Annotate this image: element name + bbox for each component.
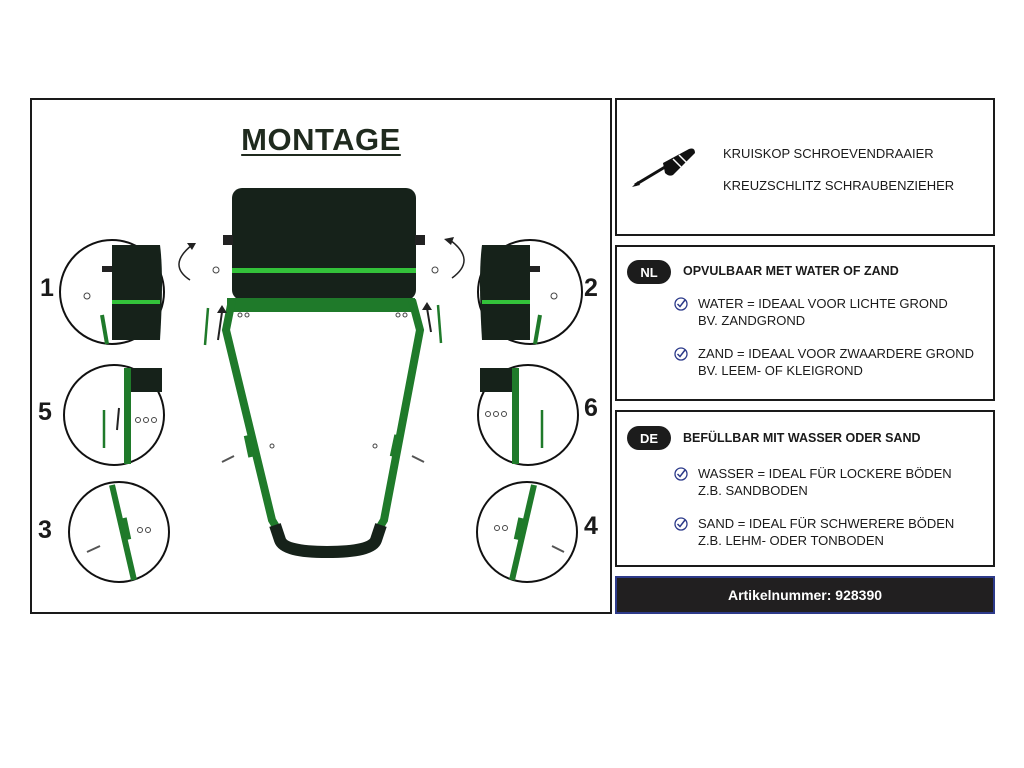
tool-name-nl: KRUISKOP SCHROEVENDRAAIER xyxy=(723,146,934,161)
language-badge-nl: NL xyxy=(627,260,671,284)
detail-circle-4 xyxy=(476,481,578,583)
nl-item-sand-line1: ZAND = IDEAAL VOOR ZWAARDERE GROND xyxy=(698,346,975,361)
de-item-sand: SAND = IDEAL FÜR SCHWERERE BÖDEN Z.B. LE… xyxy=(673,515,954,549)
step-number-5: 5 xyxy=(38,398,52,426)
step-number-3: 3 xyxy=(38,516,52,544)
de-item-sand-line2: Z.B. LEHM- ODER TONBODEN xyxy=(698,533,884,548)
tool-panel: KRUISKOP SCHROEVENDRAAIER KREUZSCHLITZ S… xyxy=(615,98,995,236)
screwdriver-icon xyxy=(632,148,695,187)
de-heading: BEFÜLLBAR MIT WASSER ODER SAND xyxy=(683,431,921,445)
de-info-panel: DE BEFÜLLBAR MIT WASSER ODER SAND WASSER… xyxy=(615,410,995,567)
de-item-sand-line1: SAND = IDEAL FÜR SCHWERERE BÖDEN xyxy=(698,516,955,531)
de-item-water-line1: WASSER = IDEAL FÜR LOCKERE BÖDEN xyxy=(698,466,952,481)
language-badge-de: DE xyxy=(627,426,671,450)
check-circle-icon xyxy=(674,517,688,531)
check-circle-icon xyxy=(674,467,688,481)
nl-heading: OPVULBAAR MET WATER OF ZAND xyxy=(683,264,899,278)
roller-assembly-illustration xyxy=(59,188,583,583)
montage-panel: MONTAGE xyxy=(30,98,612,614)
nl-item-sand: ZAND = IDEAAL VOOR ZWAARDERE GROND BV. L… xyxy=(673,345,974,379)
detail-circle-2 xyxy=(477,239,583,345)
check-circle-icon xyxy=(674,347,688,361)
detail-circle-5 xyxy=(63,364,165,466)
detail-circle-6 xyxy=(477,364,579,466)
step-number-1: 1 xyxy=(40,274,54,302)
de-item-water-line2: Z.B. SANDBODEN xyxy=(698,483,808,498)
detail-circle-3 xyxy=(68,481,170,583)
nl-item-sand-line2: BV. LEEM- OF KLEIGROND xyxy=(698,363,863,378)
nl-item-water-line1: WATER = IDEAAL VOOR LICHTE GROND xyxy=(698,296,948,311)
page-title: MONTAGE xyxy=(241,122,401,157)
step-number-6: 6 xyxy=(584,394,598,422)
check-circle-icon xyxy=(674,297,688,311)
nl-item-water: WATER = IDEAAL VOOR LICHTE GROND BV. ZAN… xyxy=(673,295,948,329)
tool-name-de: KREUZSCHLITZ SCHRAUBENZIEHER xyxy=(723,178,955,193)
detail-circle-1 xyxy=(59,239,165,345)
article-number-bar: Artikelnummer: 928390 xyxy=(615,576,995,614)
step-number-4: 4 xyxy=(584,512,598,540)
nl-item-water-line2: BV. ZANDGROND xyxy=(698,313,806,328)
article-number-label: Artikelnummer: 928390 xyxy=(727,587,883,603)
step-number-2: 2 xyxy=(584,274,598,302)
nl-info-panel: NL OPVULBAAR MET WATER OF ZAND WATER = I… xyxy=(615,245,995,401)
de-item-water: WASSER = IDEAL FÜR LOCKERE BÖDEN Z.B. SA… xyxy=(673,465,952,499)
